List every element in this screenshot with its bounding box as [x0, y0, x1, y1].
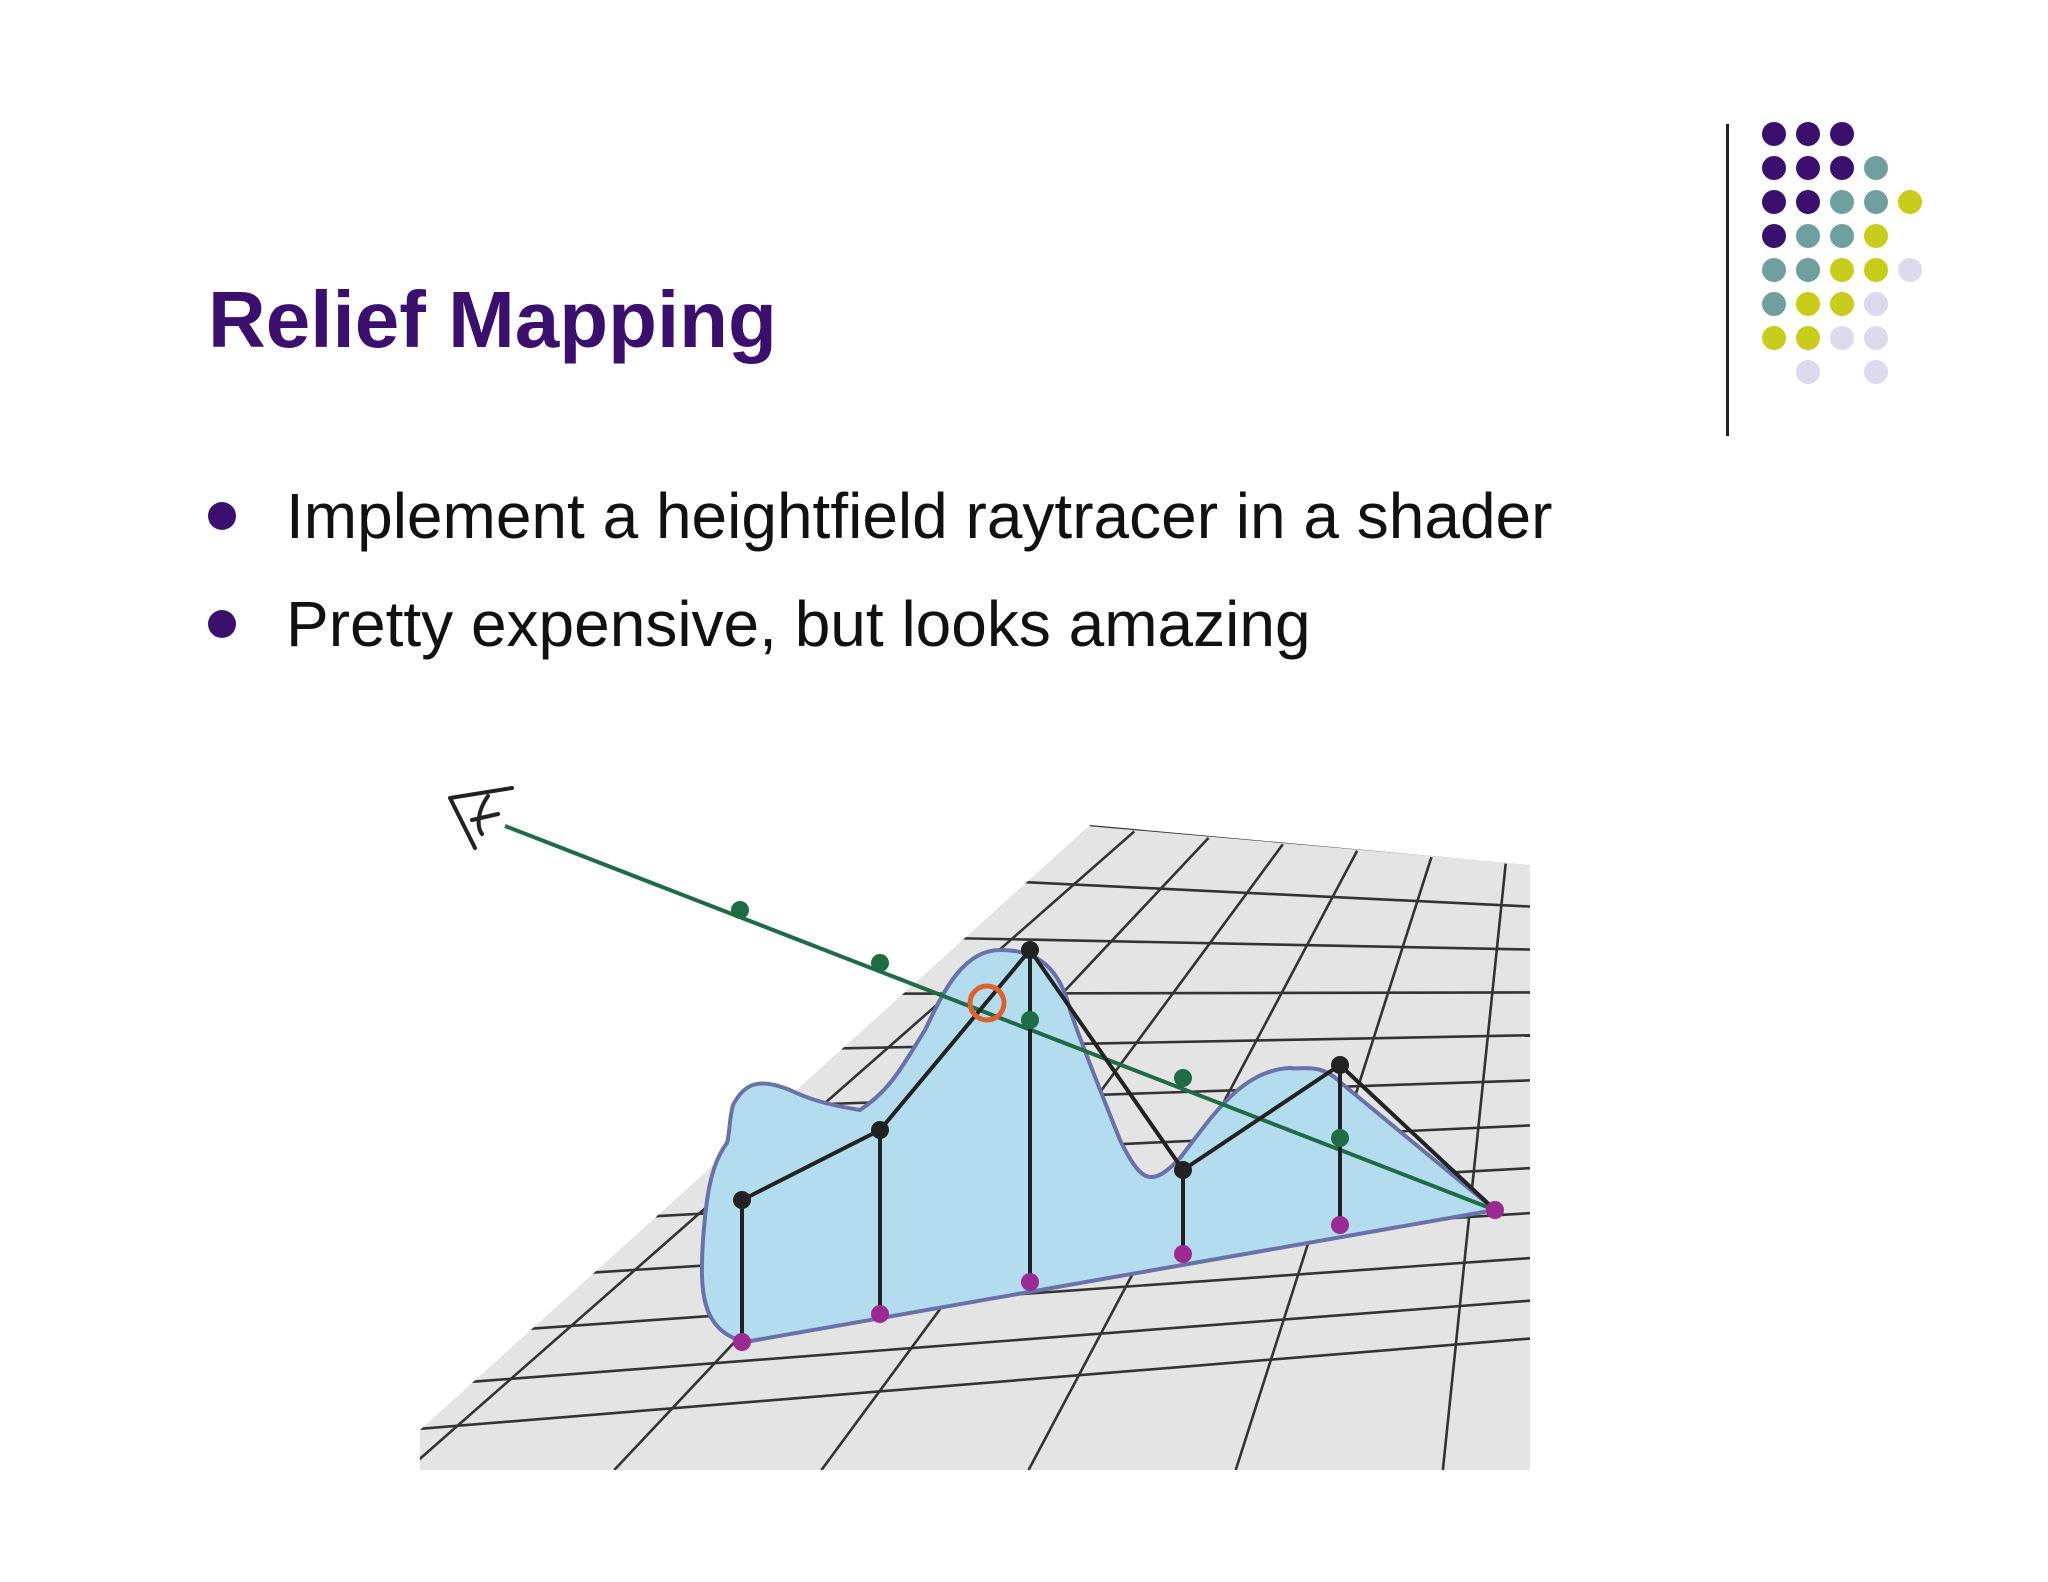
ray-samples	[731, 901, 1349, 1147]
decorative-dot	[1898, 190, 1922, 214]
bullet-text: Implement a heightfield raytracer in a s…	[286, 480, 1553, 552]
height-samples	[733, 941, 1349, 1209]
decorative-dot	[1762, 224, 1786, 248]
ray-sample	[1021, 1011, 1039, 1029]
bullet-item: Pretty expensive, but looks amazing	[208, 570, 1552, 678]
ray-sample	[1331, 1129, 1349, 1147]
decorative-dot	[1864, 292, 1888, 316]
decorative-dot	[1864, 360, 1888, 384]
view-ray	[504, 824, 1496, 1212]
ray-sample	[871, 954, 889, 972]
base-sample	[871, 1305, 889, 1323]
decorative-dot	[1830, 292, 1854, 316]
decorative-dot	[1762, 326, 1786, 350]
decorative-dot	[1796, 292, 1820, 316]
grid-line	[755, 1033, 1530, 1052]
decorative-dot	[1762, 156, 1786, 180]
height-sample	[1174, 1161, 1192, 1179]
slide-title: Relief Mapping	[208, 275, 777, 364]
base-sample	[1021, 1273, 1039, 1291]
height-sample	[871, 1121, 889, 1139]
grid-line	[420, 1335, 1530, 1452]
decorative-dot	[1796, 360, 1820, 384]
height-sample	[1331, 1056, 1349, 1074]
base-sample	[1486, 1201, 1504, 1219]
base-sample	[1331, 1216, 1349, 1234]
bullet-text: Pretty expensive, but looks amazing	[286, 588, 1311, 660]
decorative-dot	[1830, 190, 1854, 214]
decorative-dot	[1864, 190, 1888, 214]
base-samples	[733, 1201, 1504, 1351]
decorative-dot	[1864, 224, 1888, 248]
bullet-item: Implement a heightfield raytracer in a s…	[208, 462, 1552, 570]
heightfield-surface	[699, 948, 1497, 1344]
grid-line	[922, 936, 1530, 952]
base-sample	[1174, 1245, 1192, 1263]
decorative-dot-grid	[1762, 122, 1922, 384]
ray-sample	[731, 901, 749, 919]
decorative-dot	[1830, 122, 1854, 146]
grid-line	[1441, 863, 1508, 1470]
decorative-dot	[1796, 122, 1820, 146]
decorative-dot	[1830, 156, 1854, 180]
eye-icon	[448, 786, 514, 850]
decorative-dot	[1796, 224, 1820, 248]
bullet-list: Implement a heightfield raytracer in a s…	[208, 462, 1552, 678]
grid-line	[1006, 879, 1530, 909]
intersection-marker	[967, 983, 1007, 1023]
sample-verticals	[740, 950, 1342, 1342]
decorative-dot	[1796, 156, 1820, 180]
decorative-dot	[1830, 258, 1854, 282]
relief-mapping-diagram	[420, 786, 1530, 1470]
decorative-dot	[1898, 258, 1922, 282]
decorative-dot	[1762, 258, 1786, 282]
decorative-dot	[1864, 258, 1888, 282]
decorative-dot	[1830, 224, 1854, 248]
decorative-dot	[1830, 326, 1854, 350]
height-sample	[733, 1191, 751, 1209]
decorative-dot	[1796, 326, 1820, 350]
decorative-dot	[1762, 292, 1786, 316]
decorative-dot	[1796, 258, 1820, 282]
decorative-dot	[1864, 156, 1888, 180]
base-sample	[733, 1333, 751, 1351]
ray-sample	[1174, 1069, 1192, 1087]
decorative-dot	[1762, 190, 1786, 214]
bullet-dot-icon	[208, 610, 236, 638]
height-sample	[1021, 941, 1039, 959]
bullet-dot-icon	[208, 502, 236, 530]
decorative-dot	[1796, 190, 1820, 214]
heightfield-approximation	[741, 948, 1497, 1212]
decorative-divider	[1726, 124, 1729, 436]
decorative-dot	[1864, 326, 1888, 350]
decorative-dot	[1762, 122, 1786, 146]
